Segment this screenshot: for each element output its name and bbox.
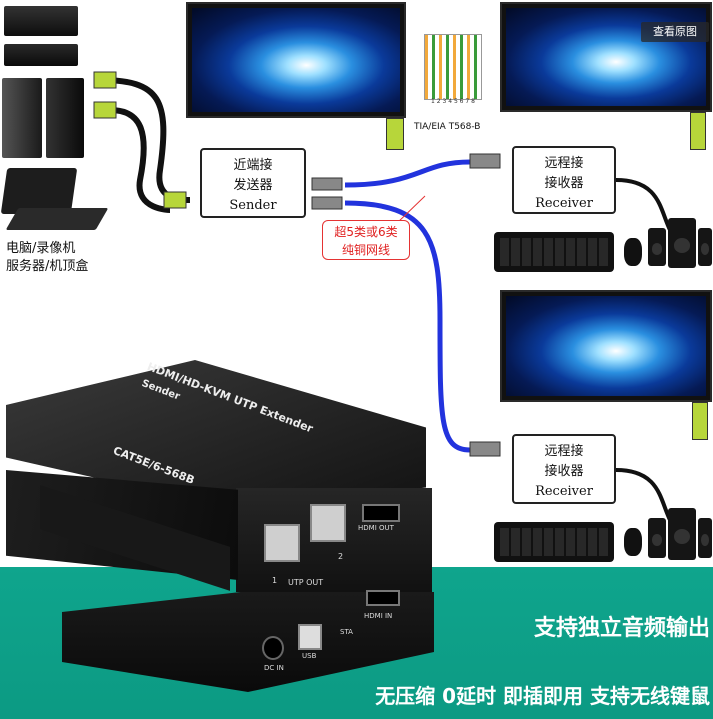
rj45-standard: TIA/EIA T568-B <box>414 122 481 132</box>
feature-1: 支持独立音频输出 <box>533 616 710 641</box>
cable-label-line1: 超5类或6类 <box>334 225 398 239</box>
cable-label: 超5类或6类 纯铜网线 <box>322 220 410 260</box>
hdmi-out-port <box>362 504 400 522</box>
rack-server <box>4 6 78 36</box>
utp-port-2 <box>310 504 346 542</box>
hdmi-connector <box>692 402 708 440</box>
speaker <box>698 228 712 266</box>
usb-port <box>298 624 322 650</box>
monitor-screen <box>192 8 400 112</box>
dc-in-label: DC IN <box>264 664 284 672</box>
sender-line2: 发送器 <box>233 178 273 193</box>
monitor-source <box>186 2 406 118</box>
hdmi-connector <box>690 112 706 150</box>
receiver-box-1: 远程接 接收器 Receiver <box>512 146 616 214</box>
speaker <box>698 518 712 558</box>
source-label: 电脑/录像机 服务器/机顶盒 <box>6 240 116 276</box>
cable-label-line2: 纯铜网线 <box>341 243 390 257</box>
receiver1-line3: Receiver <box>535 196 593 211</box>
sender-box: 近端接 发送器 Sender <box>200 148 306 218</box>
speaker <box>648 518 666 558</box>
source-cables <box>93 71 191 213</box>
hdmi-in-port <box>366 590 400 606</box>
hdmi-out-label: HDMI OUT <box>358 524 394 532</box>
mouse <box>624 238 642 266</box>
monitor-screen <box>506 296 706 396</box>
hdmi-connector <box>386 118 404 150</box>
receiver1-line2: 接收器 <box>544 176 584 191</box>
utp-out-label: UTP OUT <box>288 578 324 587</box>
view-original-button[interactable]: 查看原图 <box>641 22 709 42</box>
sender-line3: Sender <box>229 198 277 213</box>
rj45-pins: 1 2 3 4 5 6 7 8 <box>431 98 475 105</box>
receiver2-line2: 接收器 <box>544 464 584 479</box>
utp-port-2-number: 2 <box>338 552 344 561</box>
monitor-receiver-2 <box>500 290 712 402</box>
speaker <box>648 228 666 266</box>
source-label-line1: 电脑/录像机 <box>6 241 76 256</box>
mouse <box>624 528 642 556</box>
keyboard <box>494 522 614 562</box>
sender-line1: 近端接 <box>233 158 273 173</box>
sta-label: STA <box>340 628 353 636</box>
subwoofer <box>668 508 696 560</box>
receiver1-line1: 远程接 <box>544 156 584 171</box>
keyboard <box>494 232 614 272</box>
utp-port-1-number: 1 <box>272 576 278 585</box>
rj45-diagram <box>424 34 482 100</box>
dvr-recorder <box>4 44 78 66</box>
source-label-line2: 服务器/机顶盒 <box>6 259 89 274</box>
receiver-box-2: 远程接 接收器 Receiver <box>512 434 616 504</box>
receiver2-line1: 远程接 <box>544 444 584 459</box>
dc-in-port <box>262 636 284 660</box>
usb-label: USB <box>302 652 317 660</box>
feature-2: 无压缩 0延时 即插即用 支持无线键鼠 <box>375 684 710 708</box>
hdmi-in-label: HDMI IN <box>364 612 393 620</box>
utp-port-1 <box>264 524 300 562</box>
desktop-tower-2 <box>46 78 84 158</box>
receiver2-line3: Receiver <box>535 484 593 499</box>
desktop-tower <box>2 78 42 158</box>
subwoofer <box>668 218 696 268</box>
